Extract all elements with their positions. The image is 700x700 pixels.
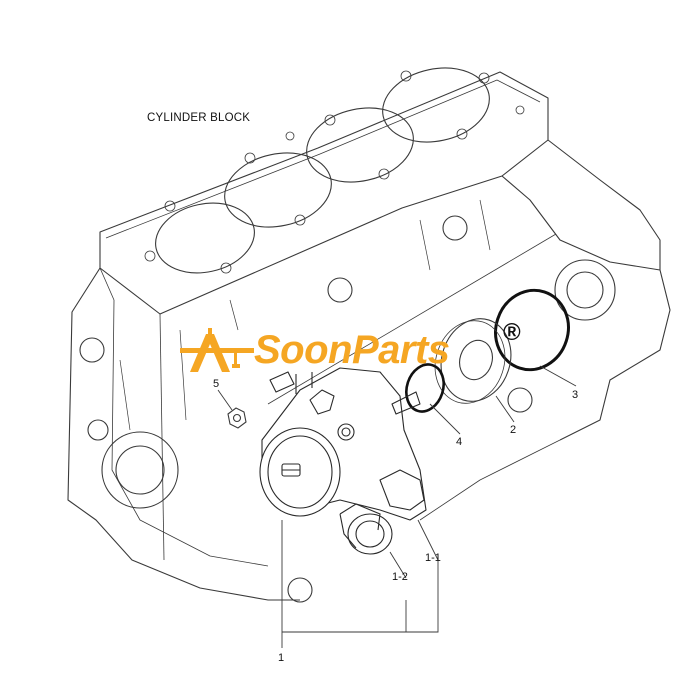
flange-part-2 — [434, 318, 512, 404]
callout-part-5: 5 — [213, 378, 220, 390]
soonparts-watermark: SoonParts — [180, 326, 450, 374]
bolt-part-5 — [227, 407, 247, 429]
callout-part-2: 2 — [510, 424, 517, 436]
callout-part-3: 3 — [572, 389, 579, 401]
leader-lines — [217, 365, 577, 648]
o-ring-part-3 — [494, 288, 570, 372]
cylinder-block-drawing — [67, 67, 671, 603]
callout-part-1: 1 — [278, 652, 285, 664]
watermark-text: SoonParts — [254, 328, 450, 372]
registered-mark: ® — [503, 319, 521, 346]
callout-part-1-2: 1-2 — [392, 571, 408, 583]
solenoid-part-1-2 — [339, 503, 393, 555]
assembly-axis — [267, 233, 557, 405]
crane-logo-icon — [180, 328, 254, 372]
seal-ring-part-4 — [405, 363, 445, 413]
pump-assembly-part-1 — [259, 367, 427, 521]
callout-part-4: 4 — [456, 436, 463, 448]
diagram-title: CYLINDER BLOCK — [147, 112, 251, 124]
callout-part-1-1: 1-1 — [425, 552, 441, 564]
